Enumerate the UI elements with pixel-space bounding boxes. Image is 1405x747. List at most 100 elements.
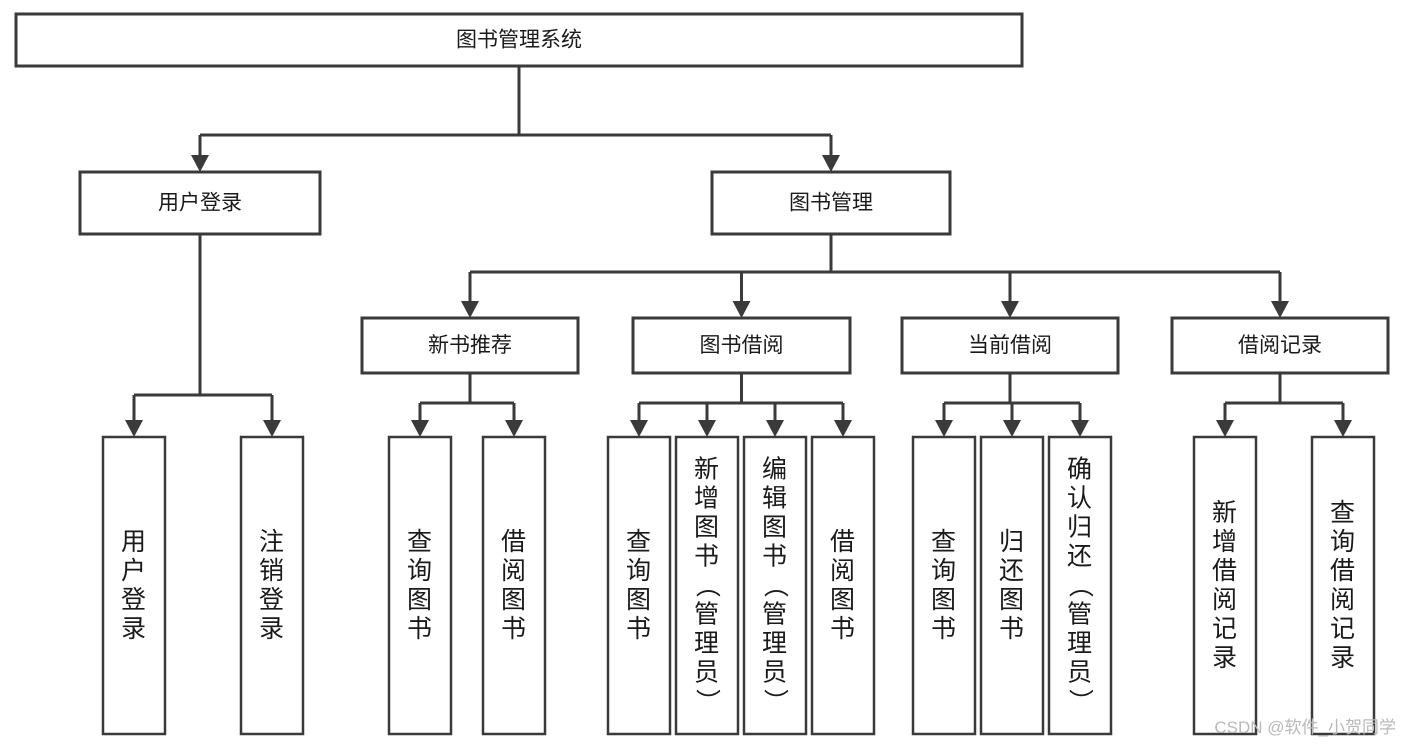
csdn-watermark: CSDN @软件_小贺同学: [1214, 718, 1396, 737]
node-layer: 图书管理系统用户登录图书管理新书推荐图书借阅当前借阅借阅记录用户登录注销登录查询…: [14, 12, 1390, 736]
node-label-char: 图: [407, 586, 433, 614]
node-label-char: 阅: [830, 557, 856, 585]
node-box-new-book-recommend: [360, 316, 580, 375]
node-label-char: 书: [626, 615, 652, 643]
node-label-char: 员: [1067, 659, 1093, 687]
node-label-char: 书: [501, 615, 527, 643]
node-box-leaf-return-book: [979, 435, 1045, 736]
node-label-char: （: [761, 573, 789, 599]
arrowhead-icon: [698, 420, 716, 437]
node-current-borrow[interactable]: 当前借阅: [900, 316, 1120, 375]
node-label-char: 借: [501, 528, 527, 556]
node-box-leaf-confirm-return: [1047, 435, 1113, 736]
node-label-char: （: [693, 573, 721, 599]
node-label-char: 用: [121, 528, 147, 556]
node-label-char: ）: [693, 689, 721, 715]
node-label-char: 编: [762, 456, 788, 484]
node-label-char: 记: [1212, 615, 1238, 643]
node-label-borrow-record: 借阅记录: [1238, 334, 1322, 357]
node-label-char: 询: [407, 557, 433, 585]
node-box-root: [14, 12, 1024, 68]
node-label-char: 查: [626, 528, 652, 556]
node-label-new-book-recommend: 新书推荐: [428, 334, 512, 357]
node-box-leaf-logout: [239, 435, 305, 736]
arrowhead-icon: [411, 420, 429, 437]
node-label-char: 查: [931, 528, 957, 556]
node-box-leaf-query-record: [1310, 435, 1376, 736]
arrowhead-icon: [461, 301, 479, 318]
node-label-char: 员: [762, 659, 788, 687]
node-user-login[interactable]: 用户登录: [78, 170, 322, 236]
node-label-char: 归: [1067, 514, 1093, 542]
node-box-borrow-record: [1170, 316, 1390, 375]
node-label-char: 书: [407, 615, 433, 643]
node-box-leaf-edit-book: [742, 435, 808, 736]
node-box-leaf-user-login: [101, 435, 167, 736]
node-borrow-record[interactable]: 借阅记录: [1170, 316, 1390, 375]
arrowhead-icon: [1216, 420, 1234, 437]
node-label-char: 录: [1330, 644, 1356, 672]
arrowhead-icon: [263, 420, 281, 437]
node-label-char: 书: [931, 615, 957, 643]
node-label-char: 录: [121, 615, 147, 643]
node-label-book-borrow: 图书借阅: [700, 334, 784, 357]
node-box-book-borrow: [631, 316, 852, 375]
node-box-leaf-query-book-3: [911, 435, 977, 736]
arrowhead-icon: [822, 155, 840, 172]
arrowhead-icon: [191, 155, 209, 172]
arrowhead-icon: [630, 420, 648, 437]
node-label-char: （: [1066, 573, 1094, 599]
arrowhead-icon: [1271, 301, 1289, 318]
node-label-char: 借: [830, 528, 856, 556]
arrowhead-icon: [935, 420, 953, 437]
node-label-char: 管: [694, 601, 720, 629]
node-new-book-recommend[interactable]: 新书推荐: [360, 316, 580, 375]
node-box-leaf-query-book-1: [387, 435, 453, 736]
node-book-borrow[interactable]: 图书借阅: [631, 316, 852, 375]
node-label-char: 辑: [762, 485, 788, 513]
node-label-char: 书: [762, 543, 788, 571]
node-label-char: 增: [694, 485, 720, 513]
node-label-char: 登: [259, 586, 285, 614]
node-label-char: 员: [694, 659, 720, 687]
node-label-char: 确: [1067, 456, 1093, 484]
node-label-char: 增: [1212, 528, 1238, 556]
arrowhead-icon: [1071, 420, 1089, 437]
node-label-char: 借: [1330, 557, 1356, 585]
node-box-book-manage: [710, 170, 952, 236]
arrowhead-icon: [505, 420, 523, 437]
node-label-char: 书: [999, 615, 1025, 643]
node-root[interactable]: 图书管理系统: [14, 12, 1024, 68]
node-box-leaf-add-record: [1192, 435, 1258, 736]
node-label-current-borrow: 当前借阅: [968, 334, 1052, 357]
node-label-char: 新: [694, 456, 720, 484]
node-label-char: ）: [761, 689, 789, 715]
node-label-char: 图: [501, 586, 527, 614]
node-label-char: 查: [407, 528, 433, 556]
node-label-char: 新: [1212, 499, 1238, 527]
node-label-char: 户: [121, 557, 147, 585]
node-leaf-user-login[interactable]: 用户登录: [101, 435, 167, 736]
arrowhead-icon: [834, 420, 852, 437]
arrowhead-icon: [766, 420, 784, 437]
node-label-char: 理: [762, 630, 788, 658]
node-label-char: 询: [931, 557, 957, 585]
node-label-char: 登: [121, 586, 147, 614]
node-label-root: 图书管理系统: [456, 29, 582, 52]
node-label-book-manage: 图书管理: [789, 192, 873, 215]
node-label-char: 书: [830, 615, 856, 643]
node-book-manage[interactable]: 图书管理: [710, 170, 952, 236]
